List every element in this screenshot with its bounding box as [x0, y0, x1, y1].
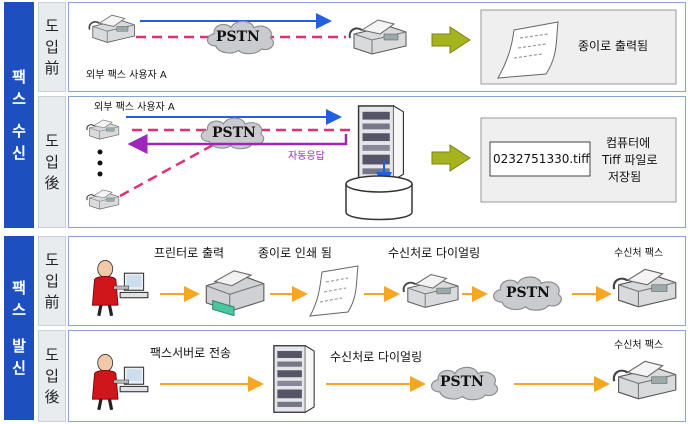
pstn-label: PSTN [440, 374, 484, 390]
phase-char: 도 [45, 16, 59, 35]
phase-char: 도 [45, 131, 59, 150]
purple-arrow [127, 134, 348, 154]
phase-char: 입 [45, 366, 59, 385]
receive-label-char: 팩 [12, 68, 26, 86]
send-before-phase: 도 입 前 [38, 236, 66, 326]
database-icon [345, 175, 413, 221]
paper-icon [497, 21, 559, 79]
file-name-box [489, 141, 591, 177]
sender-label: 외부 팩스 사용자 A [86, 70, 167, 81]
result-text-line: 컴퓨터에 [606, 136, 651, 150]
receive-section-label: 팩 스 수 신 [4, 2, 34, 228]
fax-server-icon [273, 344, 315, 414]
olive-arrow-icon [431, 26, 471, 54]
send-label-char: 스 [12, 301, 26, 319]
phase-char: 前 [44, 292, 60, 311]
result-text-line: Tiff 파일로 [602, 153, 658, 167]
phase-char: 도 [45, 345, 59, 364]
receive-before-phase: 도 입 前 [38, 2, 66, 92]
destination-fax-icon [612, 268, 677, 308]
printer-icon [205, 270, 265, 316]
user-at-pc-icon [90, 256, 150, 318]
step-send-label: 팩스서버로 전송 [150, 346, 232, 360]
step-dial-label: 수신처로 다이얼링 [330, 350, 423, 364]
step-dial-label: 수신처로 다이얼링 [388, 246, 481, 260]
dest-label: 수신처 팩스 [614, 248, 664, 259]
result-text-line: 저장됨 [608, 170, 642, 184]
pstn-label: PSTN [506, 285, 550, 301]
step-paper-label: 종이로 인쇄 됨 [258, 246, 332, 260]
external-fax-icon [88, 14, 136, 44]
pstn-label: PSTN [212, 125, 256, 141]
send-after-phase: 도 입 後 [38, 330, 66, 422]
fax-icon-2 [86, 189, 120, 210]
receive-label-char: 스 [12, 90, 26, 108]
step-print-label: 프린터로 출력 [154, 246, 225, 260]
phase-char: 입 [45, 152, 59, 171]
user-at-pc-icon [90, 350, 150, 412]
pstn-label: PSTN [216, 29, 260, 45]
fax-server-icon [357, 105, 405, 181]
destination-fax-icon [612, 360, 677, 400]
fax-icon-1 [86, 119, 120, 140]
phase-char: 입 [45, 37, 59, 56]
send-before-panel [68, 236, 686, 326]
dest-label: 수신처 팩스 [614, 340, 664, 351]
phase-char: 後 [44, 387, 60, 406]
phase-char: 後 [44, 173, 60, 192]
result-text: 종이로 출력됨 [578, 39, 649, 53]
olive-arrow-icon [431, 144, 471, 172]
send-after-panel [68, 330, 686, 422]
pink-dashed-line-diag [119, 138, 223, 198]
phase-char: 前 [44, 58, 60, 77]
auto-answer-label: 자동응답 [288, 151, 325, 162]
send-label-char: 발 [12, 337, 26, 355]
send-label-char: 팩 [12, 279, 26, 297]
phase-char: 도 [45, 250, 59, 269]
sender-label: 외부 팩스 사용자 A [94, 102, 175, 113]
paper-icon [309, 265, 359, 317]
file-name-text: 0232751330.tiff [493, 152, 590, 166]
fax-machine-icon [402, 273, 460, 309]
receive-label-char: 신 [12, 144, 26, 162]
receiving-fax-icon [348, 19, 407, 55]
receive-label-char: 수 [12, 122, 26, 140]
receive-after-phase: 도 입 後 [38, 96, 66, 228]
phase-char: 입 [45, 271, 59, 290]
send-section-label: 팩 스 발 신 [4, 236, 34, 420]
send-label-char: 신 [12, 359, 26, 377]
